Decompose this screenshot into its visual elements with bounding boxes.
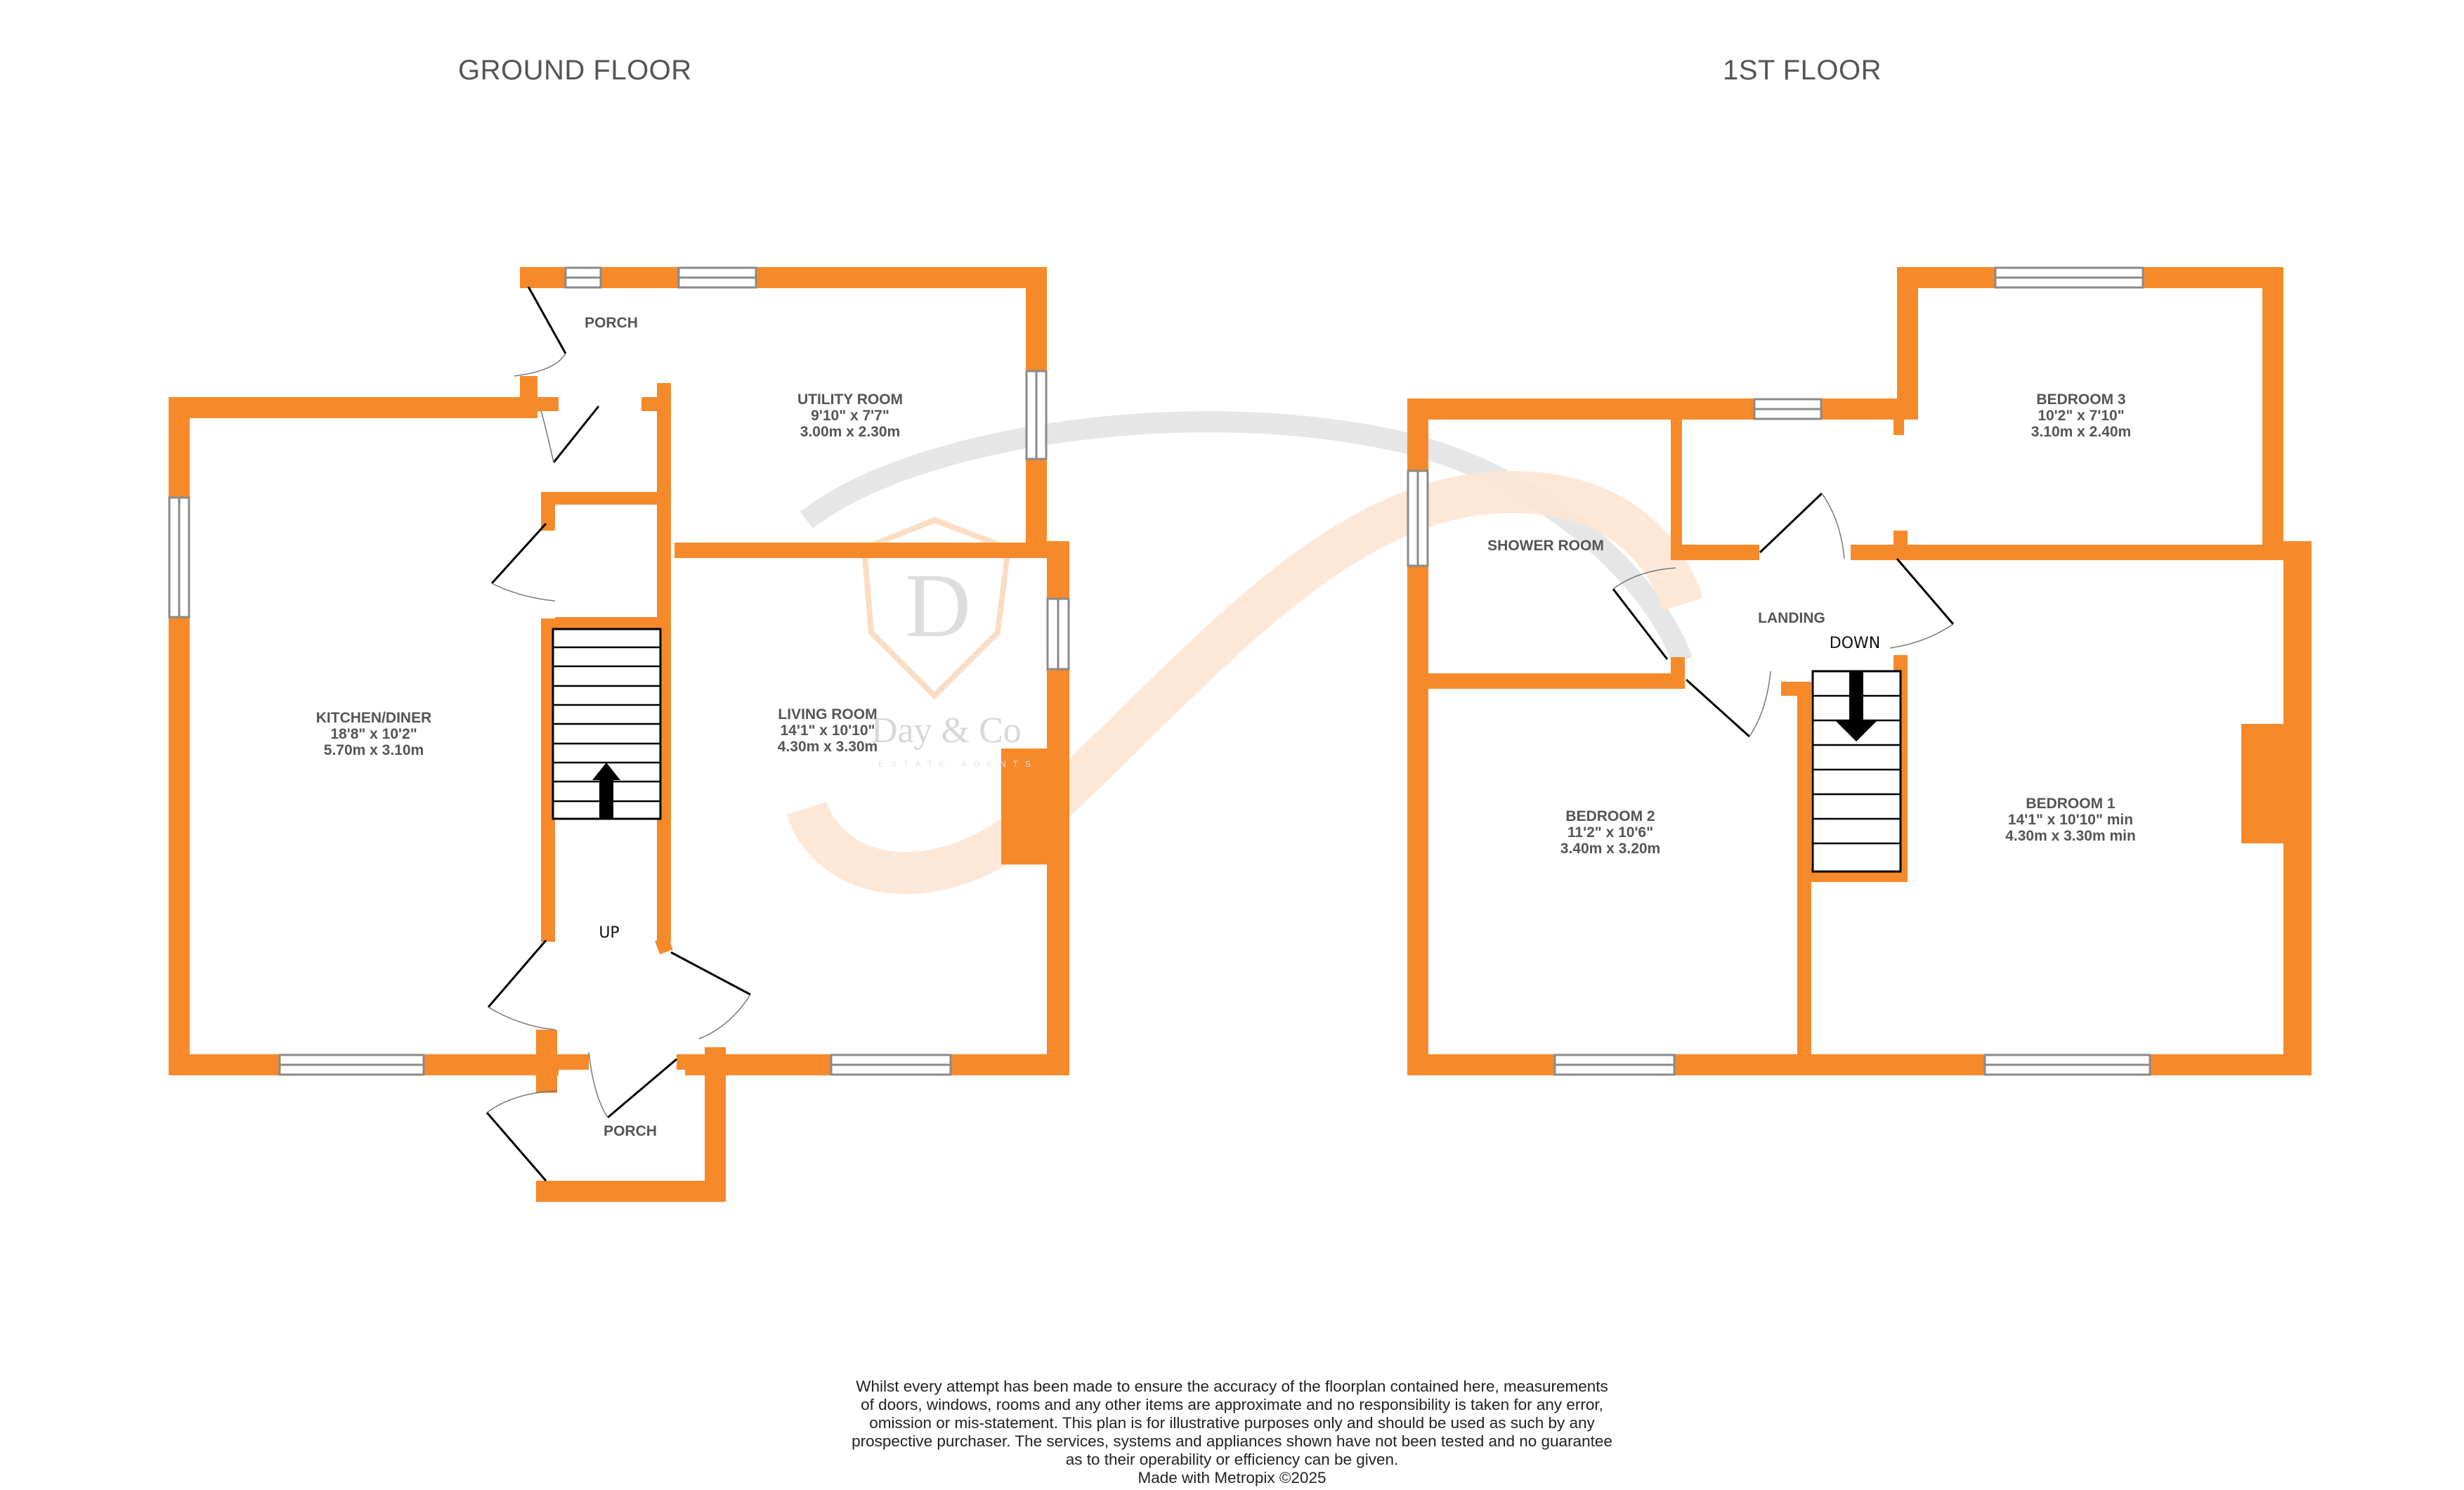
watermark-shield-icon: D (861, 517, 1012, 700)
disclaimer-line: omission or mis-statement. This plan is … (869, 1414, 1595, 1432)
room-label-shower-room: SHOWER ROOM (1487, 538, 1604, 554)
room-label-porch-bottom: PORCH (604, 1123, 657, 1139)
ground-floor-doors (485, 286, 751, 1181)
first-floor-windows (1407, 266, 2151, 1076)
room-label-utility-room: UTILITY ROOM 9'10" x 7'7" 3.00m x 2.30m (797, 391, 904, 440)
disclaimer: Whilst every attempt has been made to en… (797, 1378, 1668, 1487)
first-floor-doors (1612, 492, 1955, 738)
ground-floor-title: GROUND FLOOR (458, 55, 692, 86)
watermark-swoosh (786, 411, 1703, 895)
room-label-kitchen-diner: KITCHEN/DINER 18'8" x 10'2" 5.70m x 3.10… (315, 710, 432, 758)
arrow-up-icon (592, 763, 620, 819)
disclaimer-line: Whilst every attempt has been made to en… (856, 1378, 1608, 1395)
room-label-porch-top: PORCH (585, 315, 638, 331)
stair-label-down: DOWN (1829, 635, 1881, 652)
room-label-bedroom-1: BEDROOM 1 14'1" x 10'10" min 4.30m x 3.3… (2005, 796, 2136, 844)
disclaimer-line: as to their operability or efficiency ca… (1065, 1451, 1399, 1468)
room-label-bedroom-3: BEDROOM 3 10'2" x 7'10" 3.10m x 2.40m (2030, 391, 2132, 440)
room-label-bedroom-2: BEDROOM 2 11'2" x 10'6" 3.40m x 3.20m (1560, 808, 1661, 857)
credit: Made with Metropix ©2025 (1138, 1469, 1326, 1486)
ground-floor-stairs (552, 628, 662, 820)
svg-text:D: D (905, 555, 971, 656)
disclaimer-line: of doors, windows, rooms and any other i… (861, 1396, 1603, 1413)
disclaimer-line: prospective purchaser. The services, sys… (852, 1432, 1612, 1450)
arrow-down-icon (1835, 671, 1877, 741)
ground-floor-windows (168, 266, 1070, 1076)
first-floor-title: 1ST FLOOR (1723, 55, 1882, 86)
first-floor-stairs (1811, 670, 1902, 873)
room-label-living-room: LIVING ROOM 14'1" x 10'10" 4.30m x 3.30m (777, 706, 878, 755)
room-label-landing: LANDING (1758, 610, 1825, 626)
stair-label-up: UP (599, 924, 620, 942)
watermark-tagline: ESTATE AGENTS (878, 759, 1038, 769)
watermark-brand: Day & Co (871, 711, 1022, 751)
